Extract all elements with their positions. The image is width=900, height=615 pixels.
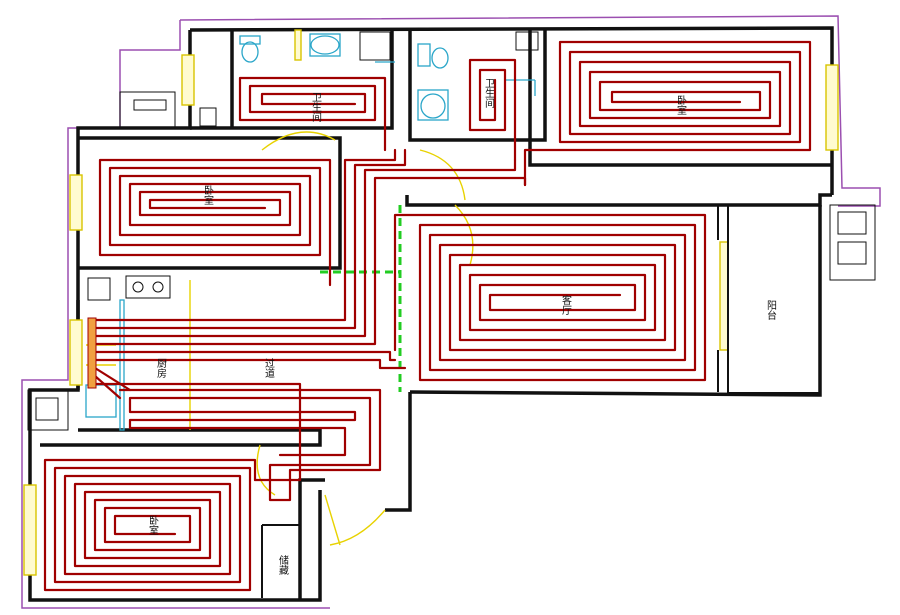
pipe-feed: [93, 350, 397, 362]
window: [69, 319, 83, 386]
room-labels: 卫生间 卫生间 卧室 卧室 客厅 阳台 厨房 过道 卧室 储藏: [147, 78, 777, 576]
window: [23, 484, 37, 576]
label-bath-right: 卫生间: [483, 78, 495, 109]
toilet-icon: [431, 47, 449, 69]
label-storage: 储藏: [277, 554, 289, 576]
label-living: 客厅: [560, 294, 572, 315]
pipe-feed: [93, 366, 132, 392]
partition: [320, 205, 402, 392]
pipe-coil-bedroom-left: [98, 158, 332, 287]
window: [181, 54, 195, 106]
sink-icon: [310, 35, 340, 55]
pipe-coil-bath-top: [238, 76, 387, 152]
sink-icon: [420, 93, 446, 119]
pipe-feed: [93, 148, 397, 322]
label-balcony: 阳台: [765, 300, 777, 321]
outer-outline: [21, 15, 881, 609]
stove-icon: [125, 275, 171, 299]
toilet-icon: [241, 41, 259, 63]
manifold: [87, 317, 97, 389]
ac-units: [27, 91, 876, 431]
pipe-coil-bedroom-bottom: [43, 458, 257, 592]
pipe-feed: [93, 158, 517, 338]
pipe-corridor: [118, 388, 382, 502]
pipe-coil-bath-right: [468, 58, 517, 162]
fixtures: [85, 31, 539, 431]
pipe-coil-bedroom-tr: [523, 40, 812, 187]
label-corridor-a: 厨房: [155, 358, 167, 379]
label-corridor-b: 过道: [263, 357, 275, 378]
label-bath-top: 卫生间: [310, 92, 322, 123]
doors: [86, 131, 474, 546]
windows: [23, 29, 839, 576]
window: [719, 241, 729, 351]
window: [825, 64, 839, 151]
label-bedroom-top-right: 卧室: [675, 94, 687, 115]
window: [69, 174, 83, 231]
pipe-feed: [93, 374, 122, 400]
pipe-feed: [93, 148, 407, 330]
label-bedroom-left: 卧室: [202, 184, 214, 205]
pipe-feed: [93, 176, 527, 346]
balcony-area: [727, 204, 821, 394]
pipe-coil-living: [393, 213, 707, 382]
window: [294, 29, 302, 61]
pipe-feed: [93, 382, 302, 482]
heating-pipes: [43, 40, 812, 592]
pipe-feed: [93, 358, 407, 370]
label-bedroom-bottom: 卧室: [147, 514, 159, 535]
